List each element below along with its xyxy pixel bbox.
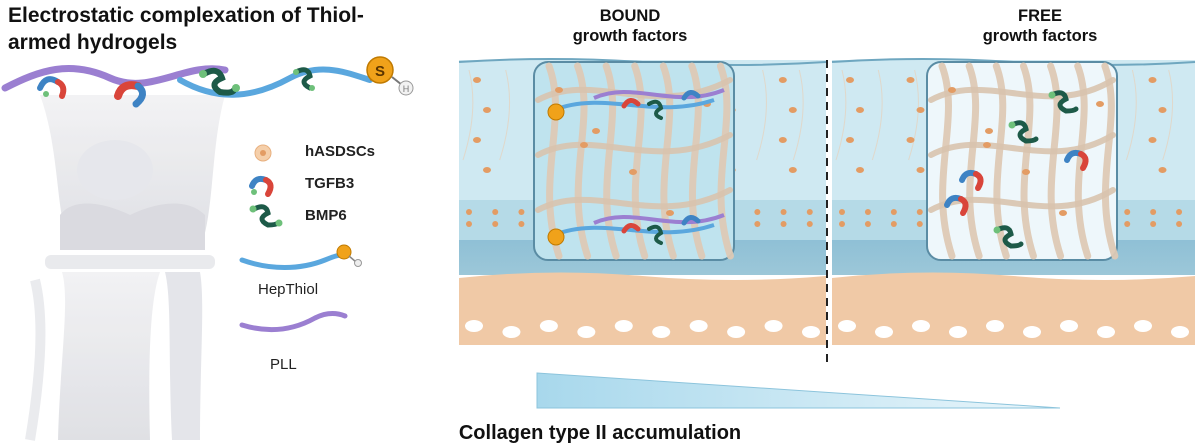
collagen-gradient-wedge: [536, 372, 1061, 409]
figure-title-line2: armed hydrogels: [8, 31, 178, 54]
legend-hepthiol-label: HepThiol: [258, 281, 319, 298]
legend-pll-label: PLL: [270, 356, 297, 373]
legend-bmp6-label: BMP6: [305, 207, 347, 224]
free-panel-title: FREE growth factors: [930, 6, 1150, 46]
knee-illustration: [25, 95, 225, 441]
free-title-line1: FREE: [1017, 7, 1062, 25]
tgfb3-on-chain-icon-2: [114, 81, 146, 108]
bound-tissue-panel: [458, 58, 827, 345]
thiol-h-label: H: [403, 84, 410, 94]
bmp6-legend-icon: [249, 204, 283, 228]
hepthiol-legend-icon: [239, 244, 362, 270]
free-title-line2: growth factors: [982, 27, 1098, 45]
bound-title-line2: growth factors: [572, 27, 688, 45]
free-tissue-panel: [831, 58, 1196, 345]
figure-title-line1: Electrostatic complexation of Thiol-: [8, 4, 364, 27]
pll-strand: [1, 65, 229, 92]
legend-tgfb3-label: TGFB3: [305, 175, 355, 192]
bmp6-on-chain-icon-2: [293, 67, 315, 91]
legend: [239, 144, 362, 333]
legend-hasdscs-label: hASDSCs: [305, 143, 376, 160]
bound-title-line1: BOUND: [599, 7, 661, 25]
bmp6-on-chain-icon: [199, 67, 240, 96]
hydrogel-chain: S H: [1, 56, 414, 108]
tgfb3-legend-icon: [249, 175, 274, 197]
tissue-panels: [458, 58, 1196, 345]
thiol-s-label: S: [375, 63, 385, 80]
bound-panel-title: BOUND growth factors: [520, 6, 740, 46]
figure-title: Electrostatic complexation of Thiol- arm…: [8, 2, 428, 56]
pll-legend-icon: [239, 311, 348, 333]
tgfb3-on-chain-icon: [37, 76, 67, 99]
hepthiol-strand: [177, 66, 373, 98]
thiol-group-icon: [366, 56, 394, 84]
collagen-gradient-label: Collagen type II accumulation: [458, 422, 742, 444]
